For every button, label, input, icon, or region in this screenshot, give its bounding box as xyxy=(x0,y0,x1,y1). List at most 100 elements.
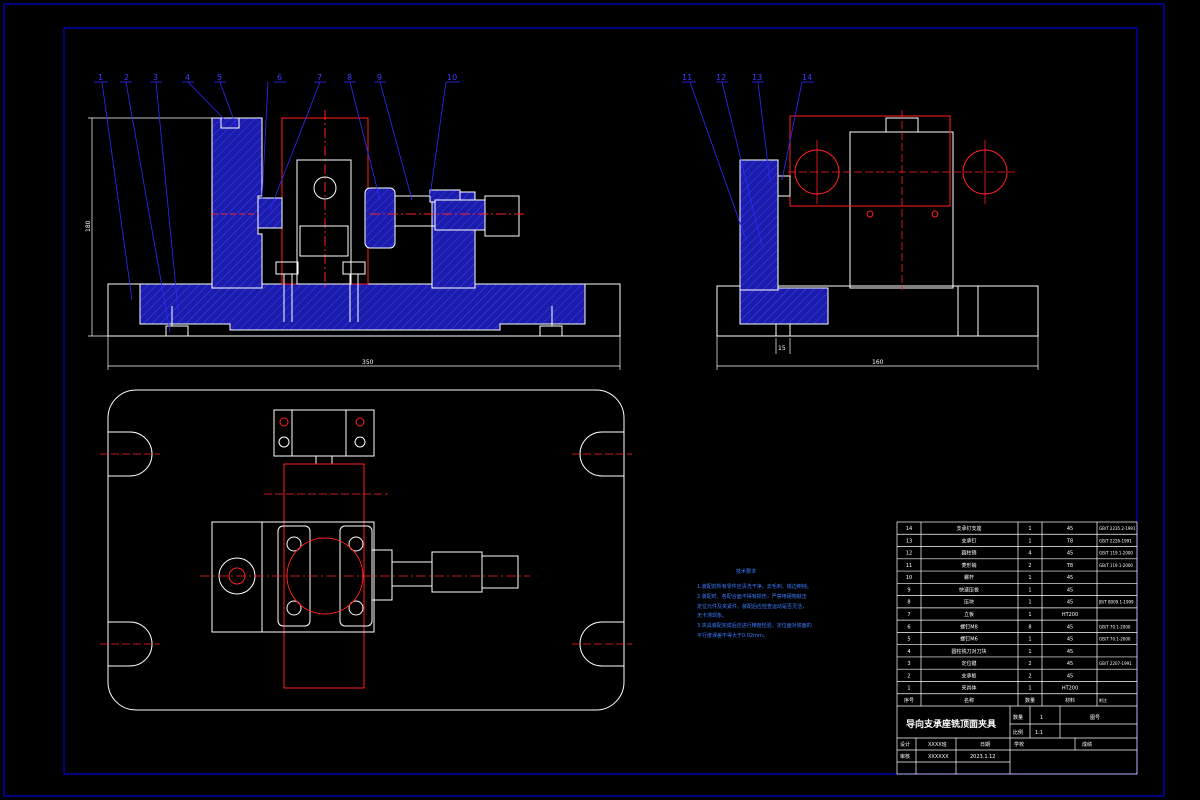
bom-cell-name: 螺钉M6 xyxy=(960,636,978,643)
school-label: 学校 xyxy=(1014,741,1024,748)
balloon-8: 8 xyxy=(347,73,352,82)
bom-cell-name: 圆柱销 xyxy=(961,550,976,557)
bom-cell-no: 7 xyxy=(907,612,910,618)
qty-value: 1 xyxy=(1040,715,1043,721)
scale-value: 1:1 xyxy=(1035,730,1043,736)
bom-cell-qty: 1 xyxy=(1028,637,1031,643)
bom-cell-mat: 45 xyxy=(1067,624,1073,630)
bom-cell-mat: 45 xyxy=(1067,526,1073,532)
bom-cell-qty: 1 xyxy=(1028,538,1031,544)
balloon-labels: 1 2 3 4 5 6 7 8 9 10 11 12 13 14 xyxy=(98,73,812,82)
front-leaders xyxy=(94,81,460,333)
bom-cell-qty: 8 xyxy=(1028,624,1031,630)
bom-cell-name: 压块 xyxy=(964,599,974,606)
bom-cell-name: 支承钉 xyxy=(961,537,976,544)
bom-cell-note: GB/T 119.1-2000 xyxy=(1099,563,1133,568)
balloon-2: 2 xyxy=(124,73,129,82)
tech-notes-heading: 技术要求 xyxy=(736,568,756,575)
balloon-11: 11 xyxy=(682,73,692,82)
bom-table xyxy=(896,521,1138,775)
bom-cell-mat: T8 xyxy=(1066,563,1073,569)
bom-cell-note: GB/T 2226-1991 xyxy=(1099,538,1132,543)
bom-cell-mat: T8 xyxy=(1066,538,1073,544)
balloon-12: 12 xyxy=(716,73,726,82)
bom-cell-qty: 数量 xyxy=(1025,697,1035,704)
bom-cell-qty: 1 xyxy=(1028,587,1031,593)
bom-cell-name: 定位键 xyxy=(961,660,976,667)
bom-cell-name: 夹具体 xyxy=(961,685,976,692)
scale-label: 比例 xyxy=(1013,729,1023,736)
bom-cell-note: GB/T 2235.2-1991 xyxy=(1099,526,1136,531)
check-value: XXXXXX xyxy=(928,754,949,760)
bom-cell-mat: HT200 xyxy=(1062,686,1078,692)
bom-cell-name: 圆柱铣刀对刀块 xyxy=(951,648,986,655)
bom-cell-qty: 1 xyxy=(1028,686,1031,692)
balloon-14: 14 xyxy=(802,73,812,82)
bom-cell-qty: 2 xyxy=(1028,661,1031,667)
balloon-1: 1 xyxy=(98,73,103,82)
bom-cell-no: 12 xyxy=(906,551,912,557)
bom-cell-note: 附注 xyxy=(1099,697,1107,703)
balloon-10: 10 xyxy=(447,73,457,82)
bom-cell-name: 名称 xyxy=(964,697,974,704)
bom-cell-qty: 1 xyxy=(1028,600,1031,606)
drawing-title: 导向支承座铣顶面夹具 xyxy=(906,718,996,730)
front-view: 350 180 xyxy=(85,110,621,370)
mark-label: 成绩 xyxy=(1082,741,1092,748)
bom-cell-no: 6 xyxy=(907,624,910,630)
bom-cell-name: 螺钉M8 xyxy=(960,623,978,630)
bom-cell-no: 2 xyxy=(907,673,910,679)
bom-cell-mat: 45 xyxy=(1067,587,1073,593)
bom-cell-name: 支承钉支座 xyxy=(956,525,981,532)
check-label: 审核 xyxy=(900,753,910,760)
bom-cell-note: GB/T 70.1-2000 xyxy=(1099,624,1131,629)
bom-cell-note: GB/T 70.1-2000 xyxy=(1099,637,1131,642)
title-block xyxy=(897,705,1137,774)
side-small-dim: 15 xyxy=(778,345,786,352)
bom-cell-name: 快速压板 xyxy=(959,586,979,593)
bom-cell-no: 10 xyxy=(906,575,912,581)
bom-cell-name: 菱形销 xyxy=(961,562,976,569)
balloon-6: 6 xyxy=(277,73,282,82)
date-label: 日期 xyxy=(980,742,990,748)
bom-cell-mat: 45 xyxy=(1067,575,1073,581)
bom-cell-name: 螺杆 xyxy=(964,574,974,581)
tech-note-line: 3.夹具装配完成后应进行精度检验，定位面对底面的 xyxy=(697,622,812,629)
bom-cell-mat: 45 xyxy=(1067,649,1073,655)
tech-note-line: 无卡滞现象。 xyxy=(697,612,727,619)
bom-cell-mat: 45 xyxy=(1067,551,1073,557)
side-leaders xyxy=(682,81,814,247)
bom-cell-no: 13 xyxy=(906,538,912,544)
side-length-dim: 160 xyxy=(872,359,884,366)
balloon-3: 3 xyxy=(153,73,158,82)
bom-cell-qty: 1 xyxy=(1028,526,1031,532)
bom-cell-mat: 45 xyxy=(1067,600,1073,606)
bom-cell-qty: 2 xyxy=(1028,673,1031,679)
bom-cell-note: GB/T 2207-1991 xyxy=(1099,661,1132,666)
tech-note-line: 平行度误差不得大于0.02mm。 xyxy=(697,632,768,639)
bom-cell-qty: 1 xyxy=(1028,649,1031,655)
balloon-9: 9 xyxy=(377,73,382,82)
bom-cell-no: 11 xyxy=(906,563,912,569)
bom-cell-no: 8 xyxy=(907,600,910,606)
bom-cell-no: 14 xyxy=(906,526,912,532)
balloon-4: 4 xyxy=(185,73,190,82)
bom-cell-no: 5 xyxy=(907,637,910,643)
qty-label: 数量 xyxy=(1013,714,1023,721)
tech-note-line: 定位元件及夹紧件。装配后应检查运动是否灵活， xyxy=(697,603,807,610)
tech-note-line: 2.装配时，各配合面不得有损伤，严禁用硬物敲击 xyxy=(697,593,807,600)
balloon-7: 7 xyxy=(317,73,322,82)
bom-cell-mat: 45 xyxy=(1067,637,1073,643)
front-length-dim: 350 xyxy=(362,359,374,366)
bom-cell-no: 4 xyxy=(907,649,910,655)
bom-cell-name: 支承板 xyxy=(961,672,976,679)
bom-cell-qty: 4 xyxy=(1028,551,1031,557)
designer-value: XXXX班 xyxy=(928,741,947,748)
bom-cell-mat: 45 xyxy=(1067,673,1073,679)
bom-cell-qty: 1 xyxy=(1028,575,1031,581)
check-date: 2023.1.12 xyxy=(970,754,995,760)
designer-label: 设计 xyxy=(900,741,910,748)
top-view xyxy=(100,389,632,711)
